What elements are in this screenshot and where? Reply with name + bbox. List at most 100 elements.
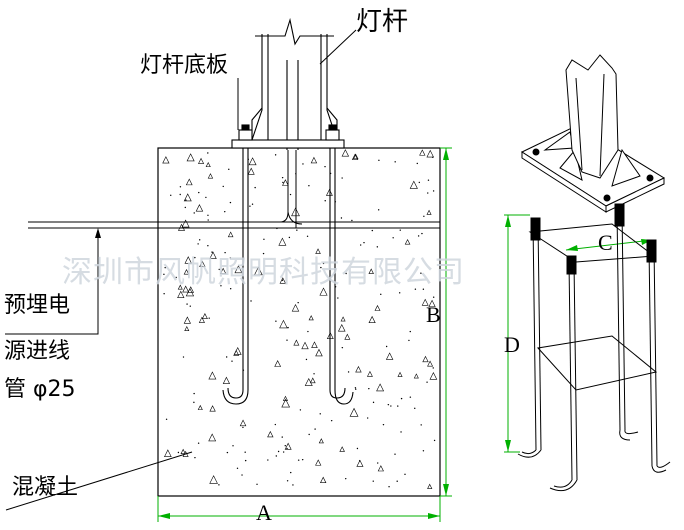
concrete-aggregate xyxy=(293,339,300,346)
concrete-aggregate xyxy=(184,325,190,331)
concrete-dot xyxy=(356,447,359,450)
concrete-dot xyxy=(220,285,222,287)
concrete-aggregate xyxy=(177,290,185,298)
concrete-aggregate xyxy=(367,370,373,377)
concrete-aggregate xyxy=(320,476,327,484)
concrete-aggregate xyxy=(279,319,288,329)
concrete-aggregate xyxy=(279,277,286,284)
concrete-dot xyxy=(320,266,322,269)
concrete-dot xyxy=(267,459,269,461)
concrete-aggregate xyxy=(351,153,359,160)
concrete-dot xyxy=(207,245,209,247)
concrete-dot xyxy=(163,293,165,295)
concrete-aggregate xyxy=(195,204,204,212)
concrete-dot xyxy=(340,217,343,219)
concrete-aggregate xyxy=(220,267,227,275)
concrete-dot xyxy=(218,268,220,271)
concrete-aggregate xyxy=(254,266,263,276)
concrete-aggregate xyxy=(310,156,318,164)
concrete-dot xyxy=(184,206,187,209)
concrete-aggregate xyxy=(427,360,434,367)
concrete-dot xyxy=(299,409,302,411)
concrete-dot xyxy=(228,168,230,171)
concrete-aggregate xyxy=(315,348,323,357)
concrete-dot xyxy=(308,184,310,187)
concrete-dot xyxy=(313,373,315,375)
concrete-speckles xyxy=(162,149,438,489)
concrete-dot xyxy=(305,358,308,361)
concrete-dot xyxy=(398,292,401,294)
concrete-dot xyxy=(431,156,434,159)
concrete-dot xyxy=(281,176,284,179)
concrete-aggregate xyxy=(282,179,289,186)
concrete-dot xyxy=(421,232,423,235)
concrete-aggregate xyxy=(207,173,214,179)
concrete-dot xyxy=(345,272,347,275)
concrete-aggregate xyxy=(177,284,183,290)
concrete-dot xyxy=(324,165,326,168)
concrete-dot xyxy=(224,210,226,213)
concrete-aggregate xyxy=(183,316,191,324)
concrete-dot xyxy=(211,251,213,253)
concrete-dot xyxy=(330,419,333,422)
rebar-cage xyxy=(517,203,671,492)
concrete-dot xyxy=(387,403,390,406)
dimension-b-label: B xyxy=(426,302,441,327)
concrete-aggregate xyxy=(208,371,217,380)
concrete-dot xyxy=(378,159,380,162)
concrete-aggregate xyxy=(209,475,218,484)
concrete-dot xyxy=(175,276,177,279)
concrete-aggregate xyxy=(247,167,255,175)
concrete-aggregate xyxy=(186,153,195,162)
concrete-dot xyxy=(392,237,394,239)
concrete-aggregate xyxy=(422,355,429,363)
concrete-aggregate xyxy=(291,303,300,312)
concrete-dot xyxy=(409,330,411,333)
concrete-dot xyxy=(414,407,416,410)
concrete-aggregate xyxy=(185,178,193,186)
concrete-aggregate xyxy=(183,193,192,202)
conduit-pipe xyxy=(28,150,440,229)
concrete-aggregate xyxy=(164,449,172,457)
concrete-dot xyxy=(394,161,396,163)
leader-lines xyxy=(5,29,357,511)
concrete-dot xyxy=(388,486,390,488)
concrete-dot xyxy=(274,423,277,426)
concrete-dot xyxy=(355,388,357,390)
concrete-aggregate xyxy=(222,376,231,384)
concrete-dot xyxy=(380,293,382,296)
concrete-dot xyxy=(307,330,309,333)
concrete-aggregate xyxy=(308,315,314,321)
concrete-dot xyxy=(351,219,353,222)
concrete-dot xyxy=(314,428,316,430)
concrete-aggregate xyxy=(419,149,426,156)
concrete-dot xyxy=(262,252,265,255)
concrete-dot xyxy=(288,236,291,239)
concrete-dot xyxy=(432,367,434,369)
concrete-dot xyxy=(292,484,294,486)
concrete-dot xyxy=(197,442,200,444)
concrete-aggregate xyxy=(198,157,205,164)
concrete-block xyxy=(157,147,441,497)
concrete-dot xyxy=(297,301,299,304)
concrete-dot xyxy=(397,405,399,407)
concrete-aggregate xyxy=(183,268,190,275)
concrete-dot xyxy=(347,371,350,373)
concrete-dot xyxy=(251,203,254,205)
concrete-aggregate xyxy=(376,383,385,392)
concrete-aggregate xyxy=(199,260,206,267)
concrete-dot xyxy=(198,191,200,194)
concrete-aggregate xyxy=(311,341,318,348)
concrete-aggregate xyxy=(234,265,243,274)
concrete-dot xyxy=(289,193,292,196)
concrete-aggregate xyxy=(340,316,346,322)
pole-isometric xyxy=(520,54,666,213)
dimension-c-label: C xyxy=(598,230,613,255)
concrete-dot xyxy=(368,387,370,390)
concrete-aggregate xyxy=(429,371,438,380)
concrete-dot xyxy=(275,455,277,457)
concrete-dot xyxy=(179,193,181,196)
concrete-dot xyxy=(197,243,199,245)
concrete-aggregate xyxy=(205,162,211,168)
concrete-dot xyxy=(404,473,406,476)
